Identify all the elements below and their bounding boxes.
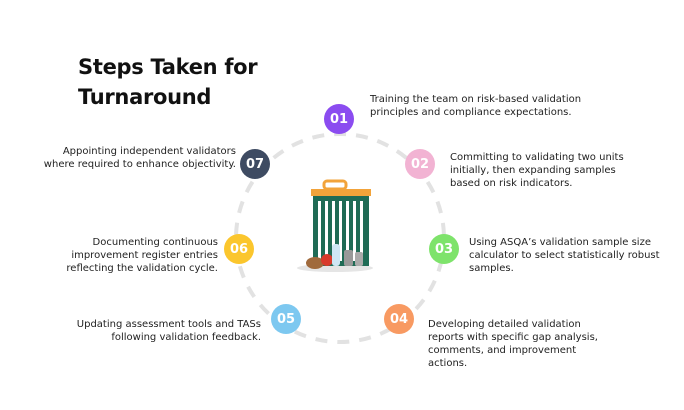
step-badge-03: 03 [429,234,459,264]
trash-bin-icon [297,179,373,272]
step-text-02: Committing to validating two units initi… [450,152,624,189]
step-text-03: Using ASQA’s validation sample size calc… [469,237,660,274]
title-line-1: Steps Taken for [78,55,258,79]
step-text-05: Updating assessment tools and TASs follo… [76,319,261,343]
step-text-07: Appointing independent validators where … [43,146,236,170]
step-badge-01: 01 [324,104,354,134]
step-badge-06: 06 [224,234,254,264]
step-text-01: Training the team on risk-based validati… [370,94,582,118]
step-badge-05: 05 [271,304,301,334]
title-line-2: Turnaround [78,85,212,109]
step-badge-04: 04 [384,304,414,334]
step-text-04: Developing detailed validation reports w… [428,319,598,369]
page-title: Steps Taken for Turnaround [78,52,258,112]
step-badge-07: 07 [240,149,270,179]
step-text-06: Documenting continuous improvement regis… [66,237,218,274]
step-badge-02: 02 [405,149,435,179]
